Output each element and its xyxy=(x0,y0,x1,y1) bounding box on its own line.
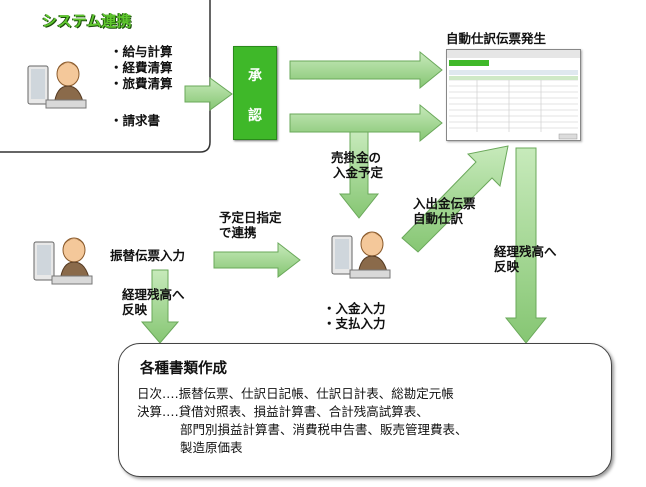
system-link-title: システム連携 xyxy=(42,12,132,30)
documents-line: 日次‥‥振替伝票、仕訳日記帳、仕訳日計表、総勘定元帳 xyxy=(137,386,454,401)
journal-screenshot-graphic xyxy=(447,50,580,140)
ledger-left-label-line: 経理残高へ xyxy=(122,287,185,302)
ledger-left-label-line: 反映 xyxy=(122,302,148,317)
person-computer-icon-2 xyxy=(33,237,93,285)
ar-label-line: 売掛金の xyxy=(331,150,382,165)
documents-line: 製造原価表 xyxy=(180,440,243,455)
journal-screenshot-thumbnail xyxy=(446,49,581,141)
arrow-approval-to-journal-bottom xyxy=(289,103,443,143)
system-link-item: 請求書 xyxy=(110,113,161,128)
documents-box xyxy=(118,343,612,477)
transfer-entry-label: 振替伝票入力 xyxy=(110,248,186,263)
system-link-panel-border xyxy=(0,0,211,153)
system-link-item: 旅費清算 xyxy=(110,76,173,91)
system-link-item: 経費清算 xyxy=(110,60,173,75)
documents-line: 決算‥‥貸借対照表、損益計算書、合計残高試算表、 xyxy=(137,404,429,419)
arrow-ar-down xyxy=(338,131,380,219)
scheduled-label-line: で連携 xyxy=(219,225,257,240)
approval-box: 承 認 xyxy=(233,46,277,140)
scheduled-label-line: 予定日指定 xyxy=(219,210,282,225)
ledger-right-label-line: 経理残高へ xyxy=(494,244,557,259)
auto-journal-label: 自動仕訳伝票発生 xyxy=(446,31,547,46)
ledger-right-label-line: 反映 xyxy=(494,259,520,274)
cash-entry-item: 入金入力 xyxy=(323,301,386,316)
arrow-cash-to-journal xyxy=(401,145,509,253)
cash-slip-label-line: 自動仕訳 xyxy=(413,211,464,226)
approval-char: 承 xyxy=(248,68,262,84)
documents-title: 各種書類作成 xyxy=(140,361,227,377)
ar-label-line: 入金予定 xyxy=(333,165,384,180)
documents-line: 部門別損益計算書、消費税申告書、販売管理費表、 xyxy=(180,422,468,437)
cash-slip-label-line: 入出金伝票 xyxy=(413,196,476,211)
person-computer-icon-3 xyxy=(331,231,391,279)
approval-char: 認 xyxy=(248,108,262,124)
arrow-ledger-left-down xyxy=(140,269,180,344)
arrow-to-approval xyxy=(184,77,233,111)
system-link-item: 給与計算 xyxy=(110,44,173,59)
arrow-scheduled xyxy=(213,241,301,279)
arrow-ledger-right-down xyxy=(504,147,548,344)
arrow-approval-to-journal-top xyxy=(289,50,443,90)
person-computer-icon-1 xyxy=(27,61,87,109)
cash-entry-item: 支払入力 xyxy=(323,316,386,331)
